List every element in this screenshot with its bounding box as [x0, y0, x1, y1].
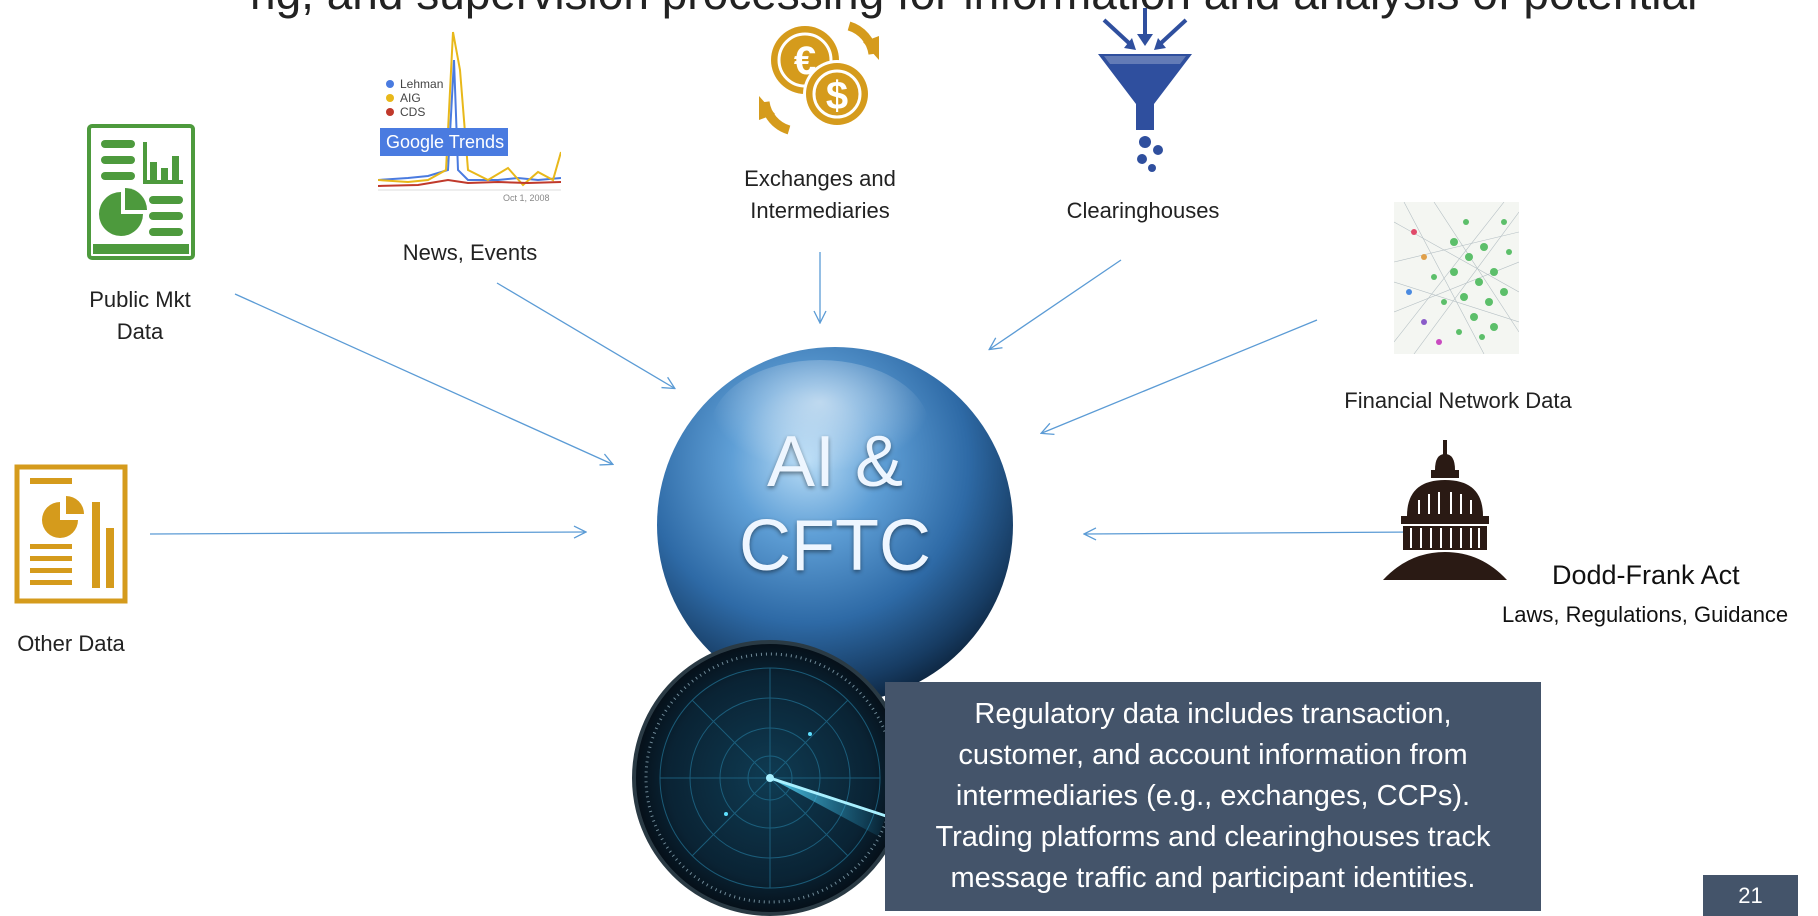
ai-cftc-sphere — [657, 347, 1013, 703]
capitol-dome-icon — [1383, 440, 1507, 580]
arrow-public-mkt — [234, 293, 612, 464]
trends-date: Oct 1, 2008 — [503, 193, 550, 203]
arrow-news — [496, 282, 674, 388]
dodd-frank-title: Dodd-Frank Act — [1552, 560, 1740, 590]
dashboard-icon — [87, 124, 195, 260]
trends-legend-0: Lehman — [400, 77, 443, 91]
regulatory-data-box: Regulatory data includes transaction, cu… — [885, 682, 1541, 911]
public-mkt-label-line2: Data — [116, 319, 164, 344]
currency-exchange-icon: € $ — [759, 21, 879, 135]
regulatory-line-2: intermediaries (e.g., exchanges, CCPs). — [955, 780, 1471, 812]
trends-legend-1: AIG — [400, 91, 421, 105]
network-graph-image — [1394, 202, 1519, 354]
regulatory-line-1: customer, and account information from — [958, 739, 1468, 771]
exchanges-label-line2: Intermediaries — [750, 198, 890, 223]
exchanges-label: Exchanges and Intermediaries — [720, 163, 920, 227]
svg-text:$: $ — [826, 74, 848, 118]
center-title-line1: AI & — [766, 422, 904, 502]
arrow-network — [1042, 319, 1318, 433]
center-title: AI & CFTC — [700, 420, 970, 588]
regulatory-line-0: Regulatory data includes transaction, — [974, 698, 1452, 730]
news-label: News, Events — [402, 240, 538, 265]
other-data-label: Other Data — [17, 631, 125, 656]
exchanges-label-line1: Exchanges and — [744, 166, 896, 191]
dodd-frank-subtitle: Laws, Regulations, Guidance — [1502, 602, 1789, 627]
center-title-line2: CFTC — [739, 506, 931, 586]
regulatory-line-4: message traffic and participant identiti… — [950, 862, 1476, 894]
arrow-dodd-frank — [1085, 532, 1416, 534]
funnel-icon — [1098, 8, 1192, 172]
network-label: Financial Network Data — [1344, 388, 1572, 413]
public-mkt-label-line1: Public Mkt — [89, 287, 191, 312]
google-trends-chart: Lehman AIG CDS Google Trends Oct 1, 2008 — [378, 30, 561, 205]
clearinghouses-label: Clearinghouses — [1066, 198, 1220, 223]
svg-text:€: € — [794, 39, 816, 83]
arrow-other — [149, 532, 585, 534]
google-trends-badge: Google Trends — [386, 132, 504, 152]
arrow-clearinghouses — [990, 259, 1122, 349]
public-mkt-label: Public Mkt Data — [40, 284, 240, 348]
regulatory-line-3: Trading platforms and clearinghouses tra… — [935, 821, 1491, 853]
report-icon — [14, 464, 128, 604]
radar-icon — [632, 640, 908, 916]
header-title-fragment: ng, and supervision processing for infor… — [250, 0, 1697, 16]
trends-legend-2: CDS — [400, 105, 425, 119]
page-number: 21 — [1703, 875, 1798, 916]
